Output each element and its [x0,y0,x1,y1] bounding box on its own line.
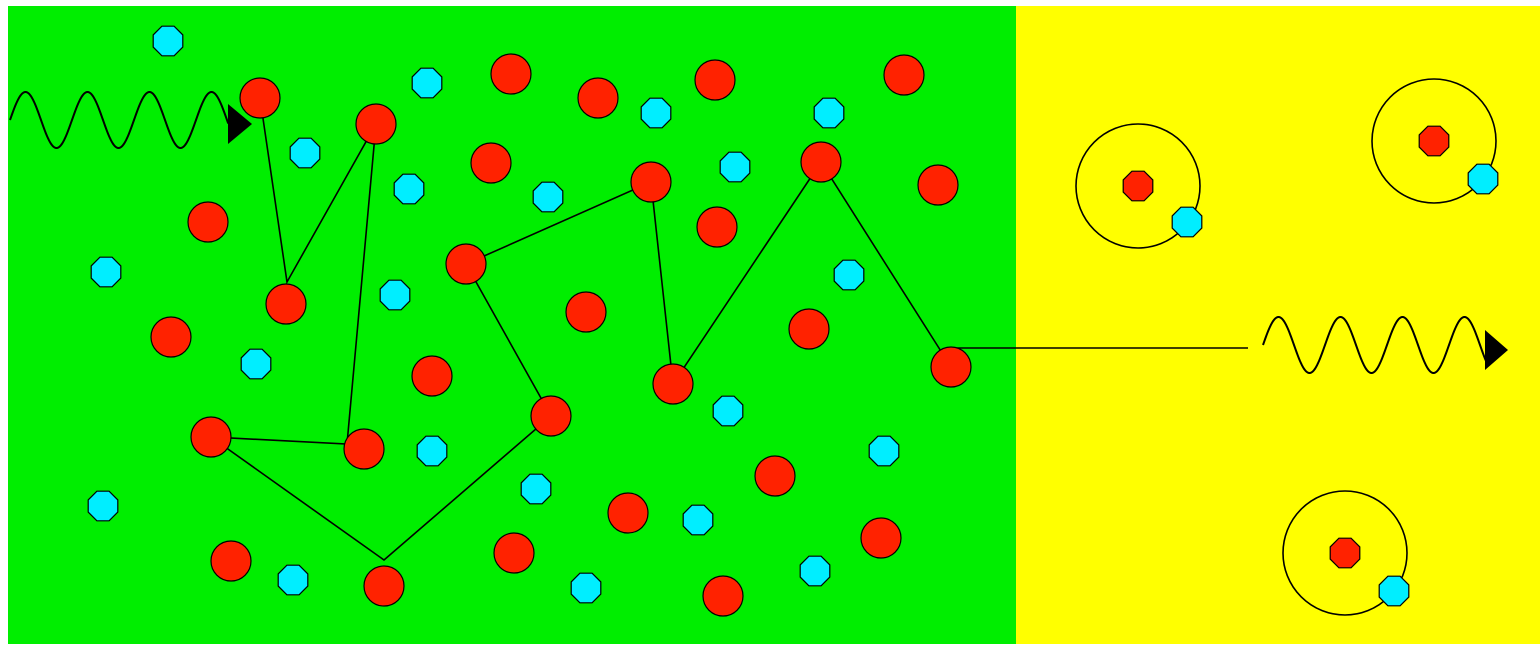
ion [788,308,830,350]
electron [712,395,744,427]
ion [917,164,959,206]
photon-scattering-path [208,97,952,562]
neutral-gas-region [1016,6,1540,644]
bound-electron [1171,206,1203,238]
electron [277,564,309,596]
ion [445,243,487,285]
ion [150,316,192,358]
electron [90,256,122,288]
electron [520,473,552,505]
ion [630,161,672,203]
ion [754,455,796,497]
electron [719,151,751,183]
electron [87,490,119,522]
orbit [1371,78,1497,204]
electron [416,435,448,467]
electron [833,259,865,291]
ion [363,565,405,607]
ion [696,206,738,248]
ion [210,540,252,582]
ion [930,346,972,388]
incoming-photon-wave [9,91,231,149]
outgoing-photon-wave [1262,316,1489,374]
ion [702,575,744,617]
incoming-photon-arrowhead [228,104,252,144]
electron [532,181,564,213]
neutral-atoms [1075,78,1499,616]
neutral-atom [1371,78,1499,204]
electron [799,555,831,587]
outgoing-photon-arrowhead [1485,330,1508,370]
electron [152,25,184,57]
electron [240,348,272,380]
ion [239,77,281,119]
ion [190,416,232,458]
free-ions [150,53,972,617]
orbit [1075,123,1201,249]
bound-electron [1378,575,1410,607]
ion [800,141,842,183]
electron [640,97,672,129]
ion [607,492,649,534]
nucleus [1122,170,1154,202]
electron [570,572,602,604]
neutral-atom [1282,490,1410,616]
free-electrons [87,25,900,604]
incoming-photon [9,91,252,149]
ion [343,428,385,470]
ion [411,355,453,397]
electron [411,67,443,99]
outgoing-photon [1262,316,1508,374]
ion [470,142,512,184]
neutral-atom [1075,123,1203,249]
bound-electron [1467,163,1499,195]
ion [860,517,902,559]
nucleus [1418,125,1450,157]
ion [530,395,572,437]
ion [355,103,397,145]
electron [813,97,845,129]
electron [379,279,411,311]
ion [652,363,694,405]
ion [187,201,229,243]
ion [565,291,607,333]
electron [393,173,425,205]
ion [493,532,535,574]
nucleus [1329,537,1361,569]
electron [289,137,321,169]
ion [490,53,532,95]
ion [883,54,925,96]
electron [868,435,900,467]
ion [577,77,619,119]
ion [694,59,736,101]
ion [265,283,307,325]
orbit [1282,490,1408,616]
electron [682,504,714,536]
